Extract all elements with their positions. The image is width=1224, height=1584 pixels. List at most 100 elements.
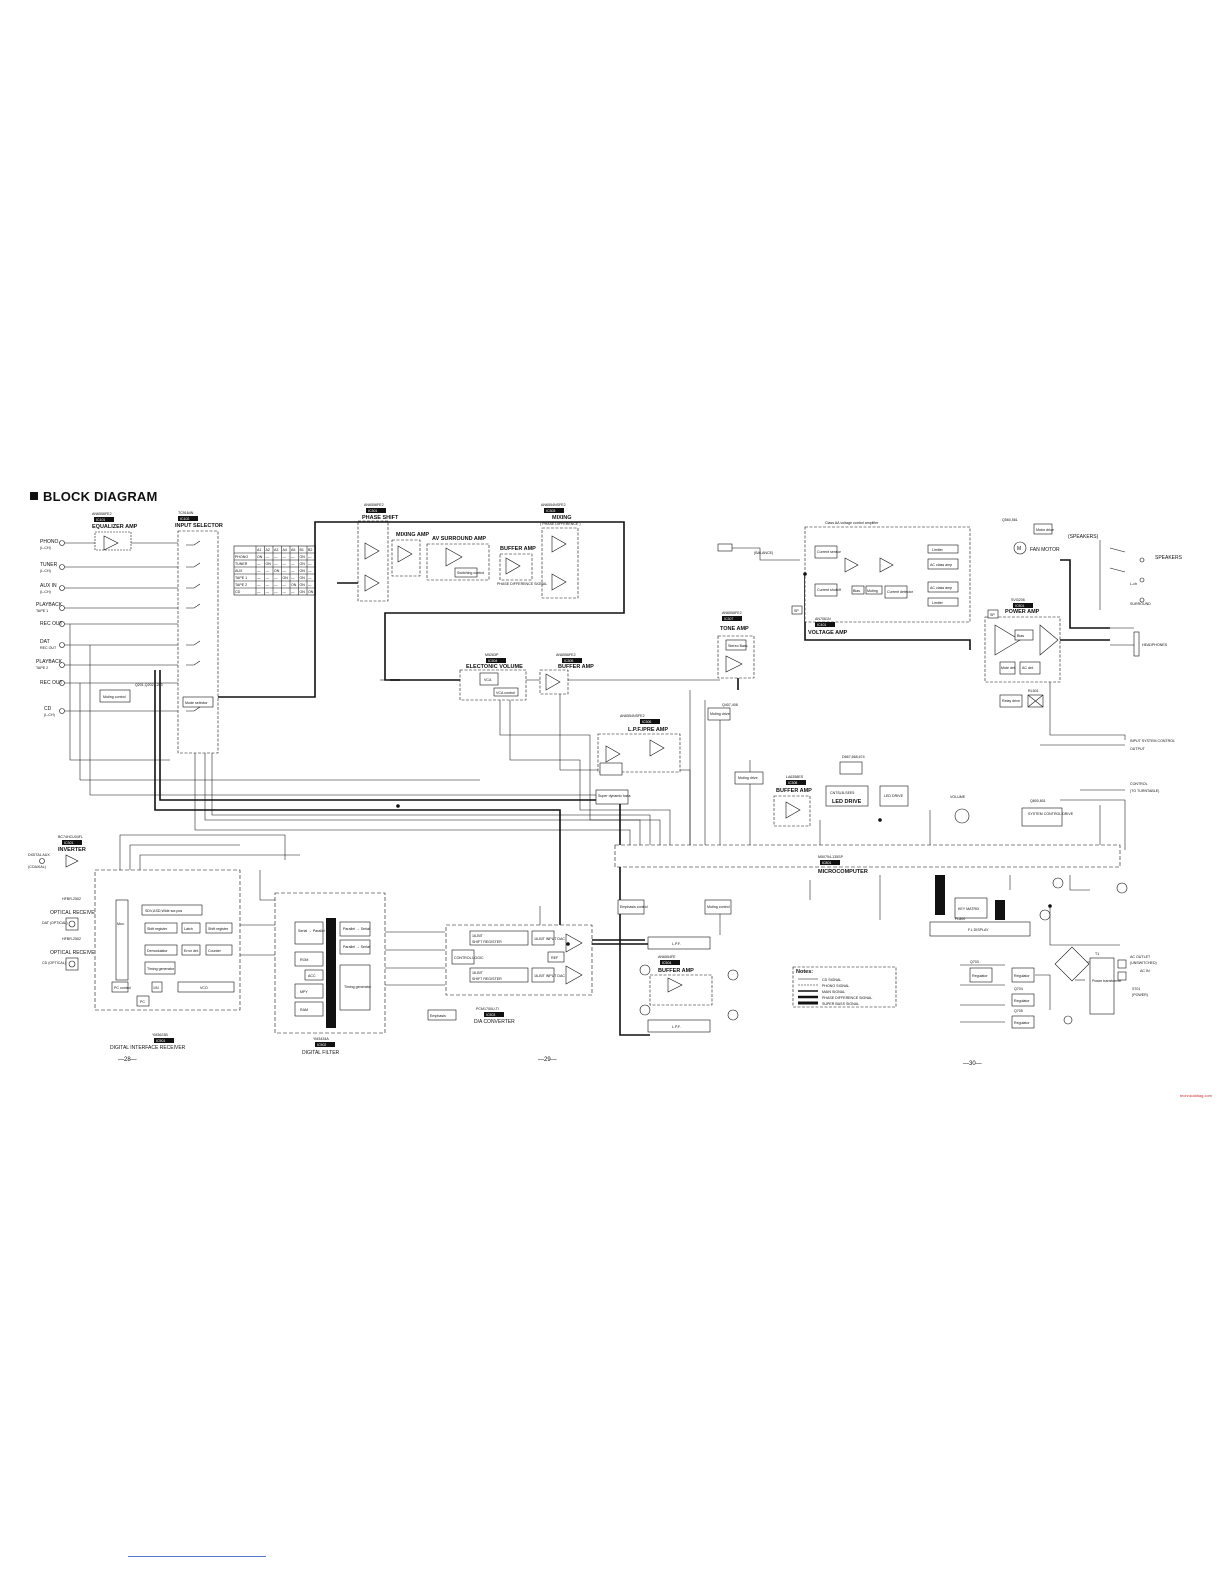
svg-text:AC class amp: AC class amp [930,586,952,590]
digital-interface-receiver: Mux. SDV,ASD,Wide sor.pos Shift register… [94,869,241,1051]
svg-text:(POWER): (POWER) [1132,993,1148,997]
svg-text:IC504: IC504 [662,961,671,965]
svg-text:SYSTEM CONTROL DRIVE: SYSTEM CONTROL DRIVE [1028,812,1074,816]
svg-text:S701: S701 [1132,987,1140,991]
svg-text:IC503: IC503 [486,1013,495,1017]
svg-text:M50754-135SP: M50754-135SP [818,855,844,859]
svg-text:ELECTONIC VOLUME: ELECTONIC VOLUME [466,664,523,670]
selector-table-cell: — [274,576,278,580]
input-jacks: PHONO(L-CH) TUNER(L-CH) AUX IN(L-CH) PLA… [36,539,65,717]
av-surround-block: MIXING AMP AV SURROUND AMP Switching con… [391,532,536,581]
svg-text:Timing generator: Timing generator [147,967,175,971]
svg-text:AN6556FE2: AN6556FE2 [92,512,112,516]
svg-text:1/N: 1/N [153,986,159,990]
selector-table-cell: — [257,590,261,594]
selector-table-cell: A4 [283,548,287,552]
svg-text:16-BIT: 16-BIT [472,971,484,975]
svg-text:(COAXIAL): (COAXIAL) [28,865,46,869]
svg-text:IC303: IC303 [546,509,555,513]
svg-text:BUFFER AMP: BUFFER AMP [500,546,536,552]
svg-text:M: M [1017,546,1021,552]
svg-text:CD: CD [44,706,52,712]
svg-text:(L-CH): (L-CH) [40,569,51,573]
svg-text:(L-CH): (L-CH) [40,590,51,594]
svg-text:BUFFER AMP: BUFFER AMP [776,788,812,794]
svg-text:OPTICAL RECEIVER: OPTICAL RECEIVER [50,950,99,956]
svg-text:CONTROL: CONTROL [1130,782,1148,786]
svg-text:IC401: IC401 [817,623,826,627]
buffer-amp-low: Muting drive LA6358ES IC308 BUFFER AMP [734,771,812,827]
svg-text:AC IN: AC IN [1140,969,1150,973]
title-text: BLOCK DIAGRAM [43,489,158,504]
svg-text:Regulator: Regulator [1014,1021,1030,1025]
selector-table-cell: A2 [266,548,270,552]
selector-table-cell: — [283,590,287,594]
svg-text:CN7SLB-SEE5: CN7SLB-SEE5 [830,791,854,795]
svg-text:BUFFER AMP: BUFFER AMP [558,664,594,670]
svg-text:IC102: IC102 [180,517,189,521]
system-control: SYSTEM CONTROL DRIVE Q800,801 INPUT SYST… [1021,739,1175,827]
svg-text:TAPE 2: TAPE 2 [36,666,48,670]
selector-table-cell: TUNER [235,562,248,566]
svg-text:POWER AMP: POWER AMP [1005,609,1040,615]
svg-text:PC: PC [140,1000,145,1004]
svg-text:CD SIGNAL: CD SIGNAL [822,978,841,982]
svg-text:D667,668,674: D667,668,674 [842,755,865,759]
svg-text:AN6556FE2: AN6556FE2 [722,611,742,615]
svg-text:Muting control: Muting control [707,905,730,909]
svg-text:VOLUME: VOLUME [950,795,966,799]
svg-text:AC class amp: AC class amp [930,563,952,567]
svg-text:PHASE SHIFT: PHASE SHIFT [362,515,399,521]
svg-text:AC det.: AC det. [1022,666,1034,670]
page-number-29: —29— [538,1057,557,1063]
svg-text:Regulator: Regulator [1014,999,1030,1003]
svg-text:Relay drive: Relay drive [1002,699,1020,703]
svg-text:EQUALIZER AMP: EQUALIZER AMP [92,524,138,530]
svg-text:VCO: VCO [200,986,208,990]
selector-table-cell: PHONO [235,555,248,559]
svg-text:(BALANCE): (BALANCE) [754,551,773,555]
svg-text:LED DRIVE: LED DRIVE [884,794,904,798]
svg-text:VCA: VCA [484,678,492,682]
svg-text:PHASE DIFFERENCE SIGNAL: PHASE DIFFERENCE SIGNAL [822,996,872,1000]
buffer-amp-mid: AN6556FE2 IC305 BUFFER AMP [539,653,594,695]
digital-filter: Serial → Parallel ROM ACC MPY RAM Parall… [274,892,386,1056]
junctions [396,572,1052,946]
svg-text:CONTROL LOGIC: CONTROL LOGIC [454,956,484,960]
selector-table-cell: B2 [308,548,312,552]
selector-table-cell: — [266,569,270,573]
selector-table-cell: ON [257,555,263,559]
svg-text:Muting: Muting [867,589,878,593]
jack-tape2-rec: REC OUT [40,680,65,686]
svg-text:IC306: IC306 [642,720,651,724]
svg-text:MPY: MPY [300,990,308,994]
input-wiring [65,542,600,796]
selector-table-cell: ON [291,583,297,587]
svg-text:SHIFT REGISTER: SHIFT REGISTER [472,940,502,944]
svg-text:(L-CH): (L-CH) [44,713,55,717]
selector-table-cell: — [308,576,312,580]
lpf-pre-amp: AN6554NSFE2 IC306 L.P.F./PRE AMP Super d… [595,714,681,805]
svg-text:FAN MOTOR: FAN MOTOR [1030,547,1060,553]
svg-text:16-BIT: 16-BIT [472,934,484,938]
svg-text:Mute det.: Mute det. [1001,666,1016,670]
selector-table-cell: — [257,576,261,580]
selector-table-cell: — [274,583,278,587]
svg-text:SUPER BASS SIGNAL: SUPER BASS SIGNAL [822,1002,859,1006]
svg-text:DAT (OPTICAL): DAT (OPTICAL) [42,921,68,925]
svg-text:LED DRIVE: LED DRIVE [832,799,862,805]
svg-text:AN6556FE2: AN6556FE2 [364,503,384,507]
svg-text:HFBR-2502: HFBR-2502 [62,897,81,901]
svg-text:AN6556FE2: AN6556FE2 [556,653,576,657]
svg-text:(UNSWITCHED): (UNSWITCHED) [1130,961,1157,965]
svg-text:Muting drive: Muting drive [738,776,758,780]
svg-text:L-ch: L-ch [1130,582,1137,586]
selector-table-cell: — [291,576,295,580]
svg-text:Emphasis: Emphasis [430,1014,446,1018]
svg-text:IC801: IC801 [822,861,831,865]
selector-table-frame [233,545,316,596]
svg-text:Shift register: Shift register [208,927,229,931]
svg-text:IC301: IC301 [64,841,73,845]
